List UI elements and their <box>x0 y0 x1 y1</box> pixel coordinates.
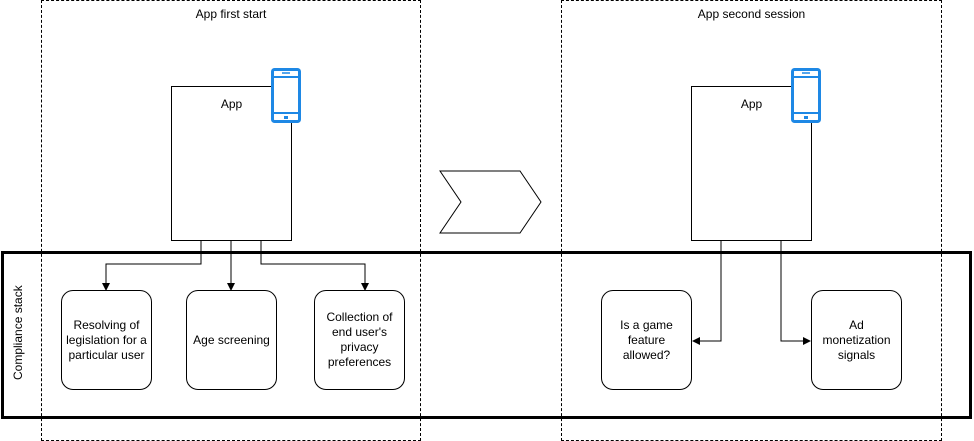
connector-privacy <box>260 241 369 291</box>
chevron-arrow <box>439 170 542 234</box>
app-label-second: App <box>740 97 763 111</box>
node-game-feature: Is a game feature allowed? <box>601 290 692 390</box>
app-label-first: App <box>220 97 243 111</box>
mobile-phone-icon <box>791 68 821 123</box>
connector-legislation <box>102 241 202 291</box>
node-age-screening-label: Age screening <box>193 332 270 347</box>
node-ad-monetization-label: Ad monetization signals <box>822 317 891 362</box>
compliance-stack-frame <box>1 251 972 419</box>
node-age-screening: Age screening <box>186 290 277 390</box>
node-privacy-preferences-label: Collection of end user's privacy prefere… <box>326 310 393 369</box>
mobile-phone-icon <box>271 68 301 123</box>
node-game-feature-label: Is a game feature allowed? <box>620 317 673 362</box>
region-second-session-title: App second session <box>697 7 806 21</box>
connector-feature <box>692 241 722 345</box>
node-legislation: Resolving of legislation for a particula… <box>61 290 152 390</box>
connector-ads <box>780 241 811 345</box>
node-legislation-label: Resolving of legislation for a particula… <box>66 317 147 362</box>
node-ad-monetization: Ad monetization signals <box>811 290 902 390</box>
node-privacy-preferences: Collection of end user's privacy prefere… <box>314 290 405 390</box>
region-first-start-title: App first start <box>195 7 267 21</box>
